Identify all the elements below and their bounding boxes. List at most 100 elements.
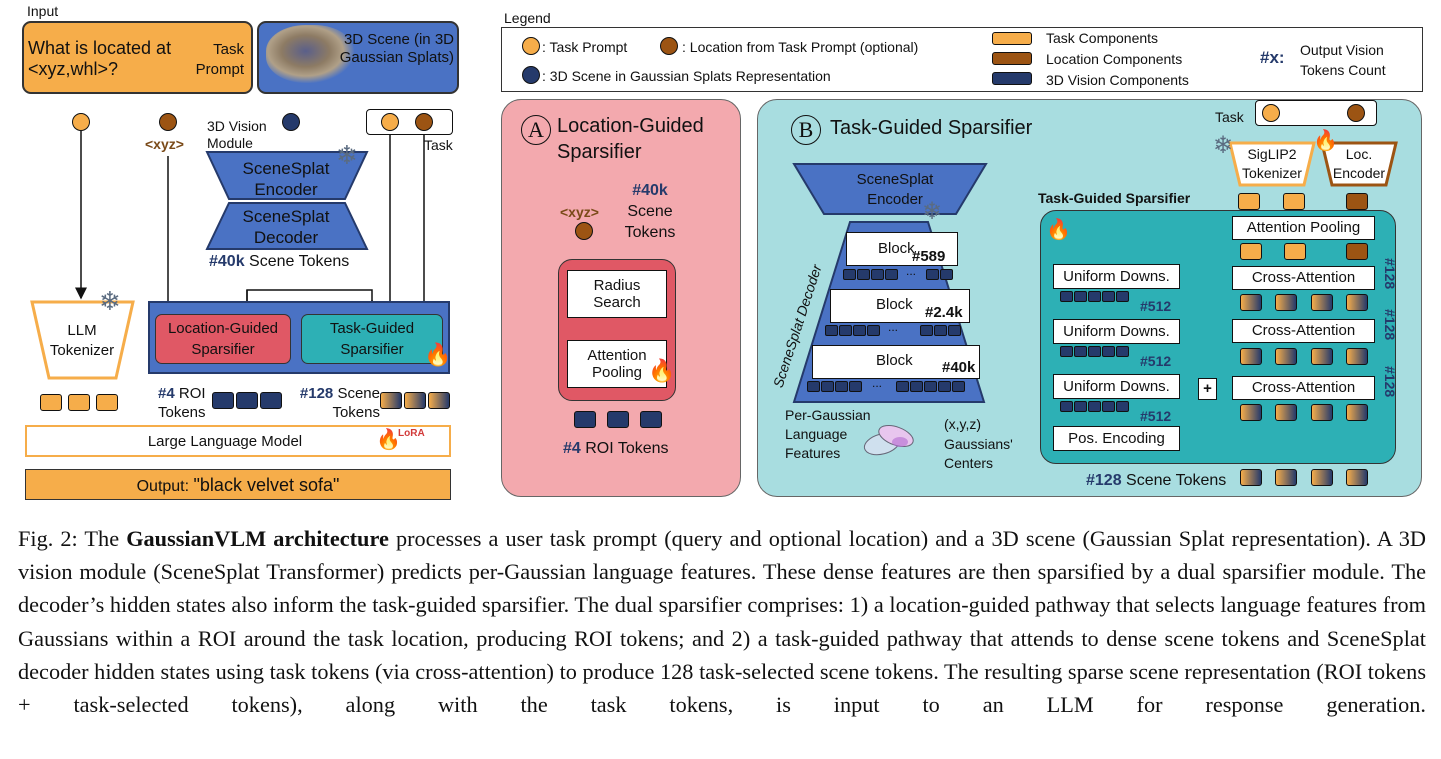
- cross-token: [1346, 348, 1368, 365]
- encoder-label: SceneSplat Encoder: [242, 159, 330, 199]
- pooled-token: [1284, 243, 1306, 260]
- attention-pooling-box-b: Attention Pooling: [1232, 216, 1375, 240]
- down-token: [1102, 401, 1115, 412]
- gaussian-centers-label: Gaussians' Centers: [944, 436, 1013, 471]
- uniform-downs-label: Uniform Downs.: [1063, 377, 1170, 395]
- panel-b-title: Task-Guided Sparsifier: [830, 117, 1033, 139]
- panel-b-task-label: Task: [1215, 109, 1244, 125]
- block-token: [940, 269, 953, 280]
- pooled-token: [1240, 243, 1262, 260]
- plus-box: +: [1198, 378, 1217, 400]
- down-token: [1074, 346, 1087, 357]
- location-dot: [159, 113, 177, 131]
- down-token: [1074, 291, 1087, 302]
- block-row-1: [846, 232, 958, 266]
- siglip-shape: [1228, 141, 1316, 187]
- down-token: [1074, 401, 1087, 412]
- radius-search-label: Radius Search: [593, 276, 641, 311]
- panel-a-roi-line: #4 ROI Tokens: [563, 440, 669, 458]
- legend-x-symbol: #x:: [1260, 48, 1285, 67]
- loc-sparsifier-label: Location-Guided Sparsifier: [167, 320, 279, 358]
- block-count-2-4k: #2.4k: [925, 304, 963, 321]
- roi-label: ROI Tokens: [158, 385, 206, 421]
- legend-vision-components: 3D Vision Components: [1046, 72, 1189, 88]
- scene-input-label: 3D Scene (in 3D Gaussian Splats): [339, 31, 454, 66]
- down-token: [1116, 401, 1129, 412]
- panel-a-roi-token: [640, 411, 662, 428]
- uniform-downs-box-3: Uniform Downs.: [1053, 374, 1180, 399]
- cross-token: [1240, 348, 1262, 365]
- text-token: [68, 394, 90, 411]
- scenesplat-encoder-decoder: [205, 151, 369, 250]
- siglip-label: SigLIP2 Tokenizer: [1242, 146, 1302, 181]
- block-count-40k: #40k: [942, 359, 976, 376]
- cross-token: [1275, 294, 1297, 311]
- pos-encoding-box: Pos. Encoding: [1053, 426, 1180, 451]
- block-ellipsis: ...: [888, 320, 899, 334]
- output-prefix: Output:: [136, 478, 190, 495]
- legend-location-components: Location Components: [1046, 51, 1183, 67]
- legend-title: Legend: [504, 10, 551, 26]
- scene-count: #128: [299, 385, 334, 402]
- cross-attention-label: Cross-Attention: [1251, 322, 1356, 340]
- block-token: [910, 381, 923, 392]
- block-label: Block: [878, 240, 915, 257]
- block-token: [926, 269, 939, 280]
- block-token: [934, 325, 947, 336]
- block-count-589: #589: [912, 248, 946, 265]
- scene-tokens-count: #40k: [209, 253, 245, 270]
- block-token: [938, 381, 951, 392]
- tokenizer-snowflake-icon: ❄: [99, 286, 121, 316]
- scene-token: [404, 392, 426, 409]
- cross-token: [1275, 348, 1297, 365]
- output-scene-token: [1346, 469, 1368, 486]
- output-text: "black velvet sofa": [193, 475, 340, 495]
- side-count-a: #128: [1382, 258, 1398, 290]
- block-token: [843, 269, 856, 280]
- gaussian-scene-image: [266, 25, 354, 83]
- llm-box: [25, 425, 451, 457]
- lora-fire-icon: 🔥: [376, 429, 401, 451]
- attention-pooling-label-b: Attention Pooling: [1246, 219, 1361, 237]
- block-ellipsis: ...: [872, 376, 883, 390]
- panel-a-roi-token: [607, 411, 629, 428]
- panel-b-encoder-label: SceneSplat Encoder: [856, 171, 934, 208]
- block-row-3: [812, 345, 980, 379]
- attention-pooling-label-a: Attention Pooling: [587, 346, 647, 381]
- block-token: [853, 325, 866, 336]
- xyz-coords-label: (x,y,z): [944, 416, 982, 432]
- loc-encoder-fire-icon: 🔥: [1313, 130, 1338, 152]
- xyz-label: <xyz>: [145, 136, 184, 152]
- block-token: [807, 381, 820, 392]
- block-label: Block: [876, 352, 913, 369]
- panel-b-location-dot: [1347, 104, 1365, 122]
- block-token: [885, 269, 898, 280]
- down-token: [1088, 401, 1101, 412]
- block-token: [849, 381, 862, 392]
- uniform-downs-label: Uniform Downs.: [1063, 267, 1170, 285]
- panel-b-task-dot: [1262, 104, 1280, 122]
- task-prompt-box: [22, 21, 253, 94]
- scene-tokens-line: #40k Scene Tokens: [209, 253, 349, 271]
- block-token: [821, 381, 834, 392]
- panel-a-title: Location-Guided Sparsifier: [557, 115, 704, 163]
- pooled-loc-token: [1346, 243, 1368, 260]
- figure-caption: Fig. 2: The GaussianVLM architecture pro…: [18, 522, 1426, 721]
- loc-encoder-label: Loc. Encoder: [1332, 146, 1386, 181]
- scene-token: [428, 392, 450, 409]
- panel-a-location-dot: [575, 222, 593, 240]
- block-token: [839, 325, 852, 336]
- cross-attention-box-3: Cross-Attention: [1232, 376, 1375, 400]
- scene-dot: [282, 113, 300, 131]
- legend-vision-swatch: [992, 72, 1032, 85]
- loc-encoder-shape: [1320, 141, 1398, 187]
- cross-token: [1346, 294, 1368, 311]
- legend-location-dot: [660, 37, 678, 55]
- siglip-token: [1283, 193, 1305, 210]
- down-token: [1102, 346, 1115, 357]
- gaussian-ellipses-image: [863, 425, 914, 456]
- down-token: [1116, 291, 1129, 302]
- panel-a-roi-count: #4: [563, 440, 581, 457]
- llm-tokenizer-shape: [30, 300, 135, 380]
